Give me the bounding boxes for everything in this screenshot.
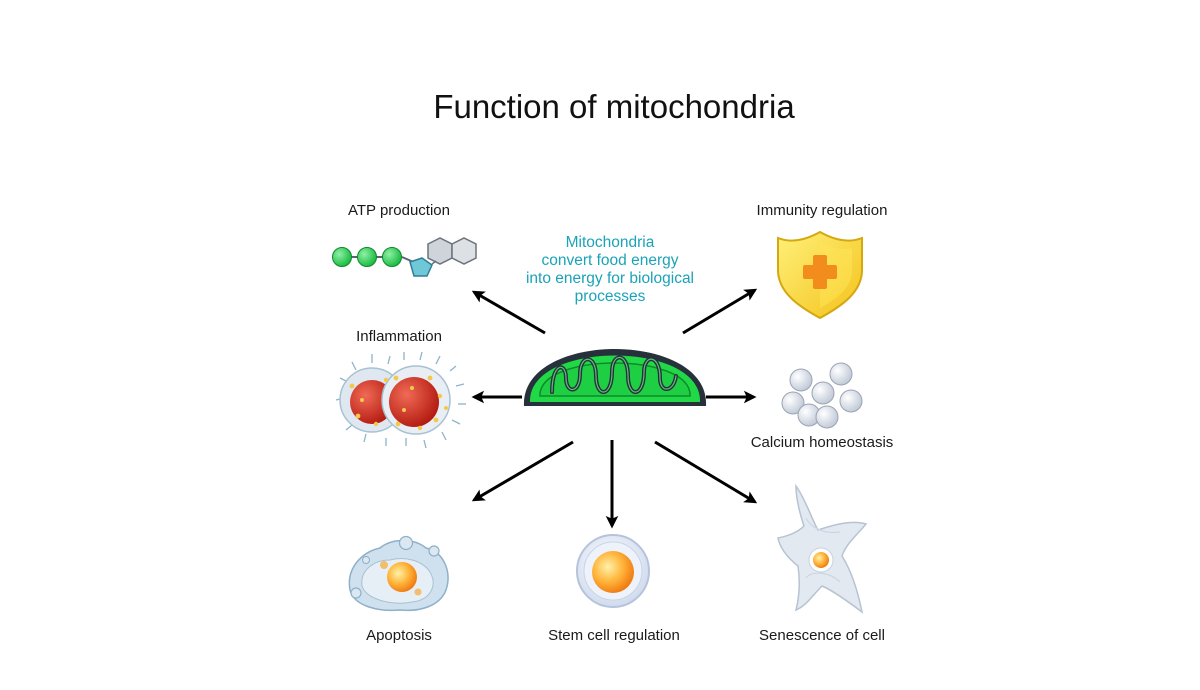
label-apoptosis: Apoptosis <box>366 627 432 644</box>
senescent-cell-icon <box>777 483 868 614</box>
caption-line: processes <box>574 288 646 305</box>
label-senescence-of-cell: Senescence of cell <box>759 627 885 644</box>
caption-line: into energy for biological <box>525 270 695 287</box>
atp-molecule-icon <box>332 237 477 277</box>
arrow-atp <box>471 290 546 335</box>
label-immunity-regulation: Immunity regulation <box>756 202 888 219</box>
shield-icon <box>777 230 863 320</box>
calcium-spheres-icon <box>781 362 863 429</box>
mitochondria-caption: Mitochondria convert food energy into en… <box>500 234 720 306</box>
label-calcium-homeostasis: Calcium homeostasis <box>750 434 894 451</box>
inflammation-granules <box>349 375 448 431</box>
label-inflammation: Inflammation <box>356 328 442 345</box>
caption-line: Mitochondria <box>565 234 655 251</box>
arrow-group <box>471 288 758 529</box>
label-atp-production: ATP production <box>347 202 451 219</box>
arrow-senescence <box>654 440 758 504</box>
arrow-immunity <box>682 288 758 335</box>
arrow-apoptosis <box>471 440 574 502</box>
caption-line: convert food energy <box>541 252 679 269</box>
inflammation-cells-icon <box>335 351 466 449</box>
label-stem-cell-regulation: Stem cell regulation <box>548 627 680 644</box>
mitochondrion-icon <box>523 349 707 406</box>
apoptosis-cell-icon <box>348 535 449 612</box>
stem-cell-icon <box>576 534 650 608</box>
page-title: Function of mitochondria <box>433 88 795 125</box>
